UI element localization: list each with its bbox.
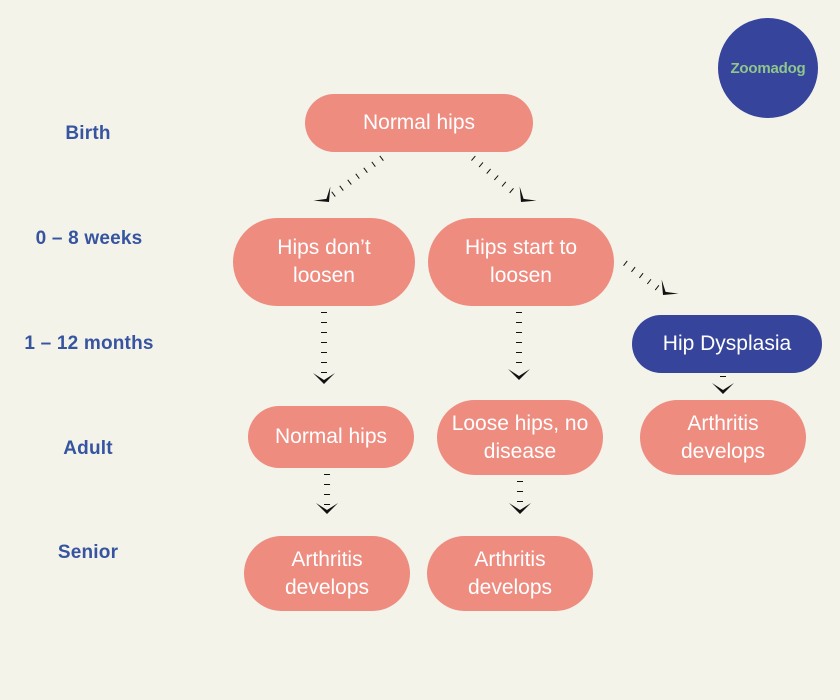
stage-label-months: 1 – 12 months [24, 333, 154, 354]
stage-label-adult: Adult [63, 438, 113, 459]
node-arthritis-develops-normal: Arthritis develops [244, 536, 410, 611]
arrow-dysplasia-to-arthritis-head [712, 383, 734, 394]
stage-label-weeks: 0 – 8 weeks [35, 228, 143, 249]
arrow-loose-hips-to-arthritis-head [509, 503, 531, 514]
stage-label-senior: Senior [57, 542, 119, 563]
arrow-start-loosen-to-loose-hips-head [508, 369, 530, 380]
arrow-loose-hips-to-arthritis [509, 481, 531, 514]
node-arthritis-develops-loose: Arthritis develops [427, 536, 593, 611]
node-hip-dysplasia: Hip Dysplasia [632, 315, 822, 373]
arrow-normal-to-dont-loosen-head [313, 186, 331, 202]
arrow-start-loosen-to-dysplasia-head [661, 279, 679, 295]
arrow-dont-loosen-to-normal-head [313, 373, 335, 384]
node-normal-hips-adult: Normal hips [248, 406, 414, 468]
node-normal-hips-birth: Normal hips [305, 94, 533, 152]
arrow-normal-adult-to-arthritis-head [316, 503, 338, 514]
node-arthritis-develops-dysplasia: Arthritis develops [640, 400, 806, 475]
arrow-normal-to-dont-loosen [313, 155, 384, 202]
arrow-normal-to-start-loosen-head [519, 186, 537, 202]
arrow-normal-to-start-loosen [471, 155, 537, 202]
stage-label-birth: Birth [65, 123, 111, 144]
arrow-start-loosen-to-dysplasia [623, 260, 679, 295]
arrow-normal-adult-to-arthritis [316, 474, 338, 514]
zoomadog-logo: Zoomadog [718, 18, 818, 118]
node-hips-start-to-loosen: Hips start to loosen [428, 218, 614, 306]
node-hips-dont-loosen: Hips don’t loosen [233, 218, 415, 306]
node-loose-hips-no-disease: Loose hips, no disease [437, 400, 603, 475]
arrow-dysplasia-to-arthritis [712, 376, 734, 394]
arrow-start-loosen-to-loose-hips [508, 312, 530, 380]
arrow-dont-loosen-to-normal [313, 312, 335, 384]
zoomadog-logo-text: Zoomadog [730, 59, 806, 77]
